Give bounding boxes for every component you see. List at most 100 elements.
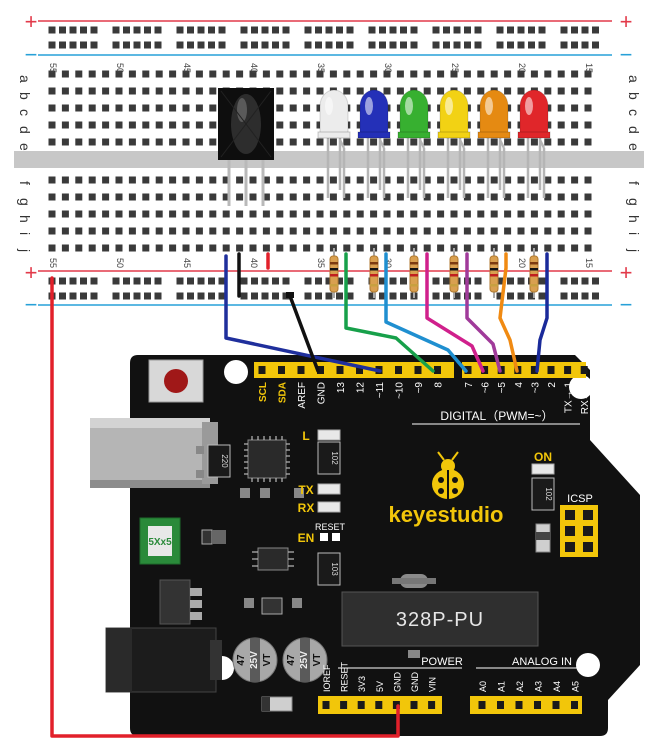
col-20-bottom: 20: [517, 258, 527, 268]
rail-hole: [517, 26, 525, 34]
top-pin-label: ~6: [481, 382, 492, 394]
breadboard-hole: [182, 138, 190, 146]
rail-hole: [133, 277, 141, 285]
rail-hole: [90, 41, 98, 49]
rail-hole: [400, 26, 407, 34]
mount-hole-bottom-right: [576, 653, 600, 677]
rail-hole: [379, 292, 386, 300]
rail-hole: [560, 26, 568, 34]
breadboard-hole: [142, 70, 150, 78]
rail-hole: [176, 41, 184, 49]
fuse: 5Xx5: [139, 517, 181, 565]
header-pin: [357, 701, 365, 709]
breadboard-hole: [343, 176, 351, 184]
row-letter-b-right: b: [626, 92, 642, 100]
rail-hole: [346, 41, 354, 49]
rail-hole: [187, 41, 194, 49]
breadboard-hole: [88, 244, 96, 252]
breadboard-hole: [530, 193, 538, 201]
rail-hole: [176, 277, 184, 285]
breadboard-hole: [490, 193, 498, 201]
fuse-label: 5Xx5: [148, 537, 172, 548]
top-pin-label: RX← 0: [580, 382, 591, 415]
breadboard-hole: [115, 87, 123, 95]
breadboard-hole: [155, 121, 163, 129]
rail-hole: [581, 292, 589, 300]
breadboard-hole: [155, 227, 163, 235]
breadboard-hole: [557, 176, 565, 184]
breadboard-hole: [571, 176, 579, 184]
breadboard-hole: [396, 176, 404, 184]
rail-hole: [528, 26, 535, 34]
header-pin: [317, 366, 324, 374]
breadboard-hole: [115, 210, 123, 218]
rail-hole: [304, 26, 312, 34]
smd-part-5: [294, 488, 304, 498]
breadboard-hole: [584, 104, 592, 112]
breadboard-hole: [209, 70, 217, 78]
row-letter-i-left: i: [17, 232, 33, 235]
capacitor-a-text-2: 25V: [249, 651, 260, 669]
breadboard-hole: [477, 210, 485, 218]
dc-power-jack: [105, 627, 222, 693]
breadboard-hole: [477, 193, 485, 201]
top-pin-label: 2: [547, 382, 558, 388]
rail-hole: [69, 26, 77, 34]
soic-chip: [252, 547, 294, 571]
col-25-top: 25: [450, 63, 460, 73]
breadboard-hole: [477, 244, 485, 252]
rail-hole: [581, 277, 589, 285]
rail-hole: [251, 26, 258, 34]
breadboard-hole: [182, 244, 190, 252]
breadboard-hole: [61, 70, 69, 78]
breadboard-hole: [276, 176, 284, 184]
breadboard-hole: [490, 210, 498, 218]
breadboard-hole: [75, 87, 83, 95]
breadboard-hole: [544, 70, 552, 78]
rail-hole: [571, 26, 578, 34]
breadboard-hole: [517, 210, 525, 218]
row-letter-d-right: d: [626, 126, 642, 134]
breadboard-hole: [396, 193, 404, 201]
rail-hole: [538, 41, 546, 49]
header-pin: [552, 701, 560, 709]
rail-hole: [144, 41, 151, 49]
capacitor-b: 47 25V VT: [282, 637, 328, 683]
breadboard-hole: [329, 210, 337, 218]
top-pin-label: TX→ 1: [564, 382, 575, 414]
top-right-minus: −: [620, 42, 633, 67]
rail-hole: [304, 41, 312, 49]
rail-hole: [379, 41, 386, 49]
analog-pin-label: A5: [571, 681, 581, 692]
breadboard-hole: [48, 210, 56, 218]
breadboard-hole: [169, 244, 177, 252]
rail-hole: [69, 277, 77, 285]
breadboard-hole: [276, 70, 284, 78]
breadboard-hole: [504, 176, 512, 184]
breadboard-hole: [423, 138, 431, 146]
wire-ir-signal-blue: [224, 254, 382, 373]
reset-button[interactable]: [148, 359, 204, 403]
rail-hole: [325, 41, 333, 49]
top-pin-label: ~10: [395, 382, 406, 399]
breadboard-hole: [115, 104, 123, 112]
rail-hole: [581, 26, 589, 34]
breadboard-hole: [249, 70, 257, 78]
rail-hole: [218, 26, 226, 34]
rail-hole: [240, 41, 248, 49]
breadboard-hole: [276, 227, 284, 235]
rail-hole: [581, 41, 589, 49]
breadboard-hole: [128, 176, 136, 184]
breadboard-hole: [316, 87, 324, 95]
rail-hole: [346, 26, 354, 34]
row-letter-b-left: b: [17, 92, 33, 100]
rail-hole: [112, 26, 120, 34]
top-pin-label: ~3: [530, 382, 541, 394]
breadboard-hole: [88, 121, 96, 129]
rail-hole: [464, 41, 471, 49]
breadboard-hole: [316, 193, 324, 201]
breadboard-hole: [557, 244, 565, 252]
breadboard-hole: [329, 70, 337, 78]
resistor: [409, 248, 419, 298]
breadboard-hole: [329, 176, 337, 184]
